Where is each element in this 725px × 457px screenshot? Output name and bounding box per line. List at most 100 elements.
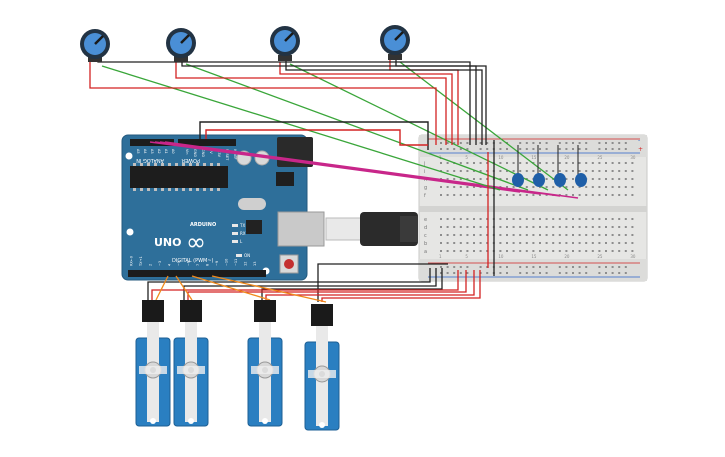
wire-red[interactable] [321, 270, 481, 302]
wire-black[interactable] [183, 268, 437, 300]
wire-black[interactable] [181, 60, 477, 145]
wire-red[interactable] [175, 62, 447, 145]
digital-pin-label: 4 [168, 263, 172, 266]
rx-led [232, 232, 238, 235]
potentiometer[interactable] [380, 25, 410, 60]
digital-pin-label: ~11 [234, 259, 238, 266]
potentiometer[interactable] [166, 28, 196, 62]
servo-motor[interactable] [304, 304, 340, 431]
wire-green[interactable] [185, 63, 529, 191]
potentiometer[interactable] [270, 26, 300, 61]
wire-red[interactable] [279, 62, 453, 145]
servo-motor[interactable] [247, 300, 283, 427]
l-led [232, 240, 238, 243]
digital-pwm-label: DIGITAL (PWM~) [172, 258, 214, 264]
board-model-label: UNO [154, 236, 182, 249]
wire-orange[interactable] [175, 275, 193, 301]
digital-pin-label: 13 [253, 262, 257, 266]
servo-motor[interactable] [173, 300, 209, 427]
wire-orange[interactable] [211, 275, 327, 303]
wire-black[interactable] [285, 60, 483, 145]
power-pin-label: GND [201, 149, 205, 157]
row-letter: e [424, 217, 427, 223]
power-pin-label: RESET [225, 149, 229, 161]
column-number: 30 [630, 155, 636, 160]
digital-pin-label: 2 [149, 264, 153, 266]
wire-red[interactable] [187, 270, 467, 300]
usb-port[interactable] [277, 211, 325, 247]
wire-black[interactable] [199, 121, 429, 150]
digital-pin-label: 8 [206, 264, 210, 266]
column-number: 5 [465, 155, 468, 160]
power-pin-label: GND [193, 149, 197, 157]
wire-green[interactable] [399, 61, 569, 191]
column-number: 25 [597, 254, 603, 259]
arduino-uno-board[interactable]: TX RX L ON ∞ UNO ARDUINO POWER ANALOG IN… [121, 134, 418, 281]
wire-black[interactable] [261, 268, 443, 300]
digital-pin-label: ~3 [158, 261, 162, 266]
wire-red[interactable] [151, 270, 459, 300]
digital-pin-label: ~6 [187, 261, 191, 266]
servos [135, 300, 340, 431]
wire-black[interactable] [395, 58, 487, 145]
column-number: 20 [564, 254, 570, 259]
mounting-hole [125, 152, 133, 160]
analog-pin-label: A1 [164, 149, 168, 154]
wire-green[interactable] [101, 65, 501, 191]
wire-green[interactable] [289, 63, 549, 191]
capacitor[interactable] [533, 173, 545, 187]
arduino-brand-label: ARDUINO [190, 222, 216, 228]
analog-pin-label: A2 [157, 149, 161, 154]
row-letter: f [424, 193, 426, 199]
column-number: 1 [439, 254, 442, 259]
digital-pin-label: ~10 [225, 259, 229, 266]
wire-orange[interactable] [155, 275, 169, 301]
on-label: ON [244, 253, 250, 258]
arduino-logo-symbol: ∞ [186, 228, 206, 256]
rx-label: RX [240, 231, 246, 236]
breadboard-holes [440, 142, 634, 274]
potentiometer[interactable] [80, 29, 110, 62]
wire-black[interactable] [317, 263, 448, 302]
rail-plus-label: + [638, 146, 643, 153]
wire-black[interactable] [147, 268, 431, 300]
power-header[interactable] [178, 139, 236, 146]
column-number: 20 [564, 155, 570, 160]
digital-pin-label: RX←0 [130, 256, 134, 266]
column-number: 10 [498, 254, 504, 259]
wire-red[interactable] [265, 270, 475, 300]
row-letter: j [423, 161, 425, 167]
wire-red[interactable] [205, 129, 428, 146]
usb-chip [246, 220, 262, 234]
wire-orange[interactable] [191, 275, 271, 301]
regulator [276, 172, 294, 186]
on-led [236, 254, 242, 257]
rail-minus-label: - [638, 137, 640, 144]
wire-red[interactable] [89, 62, 437, 145]
row-letter: i [424, 169, 425, 175]
pin-labels: 1312~11~10~987~6~54~32TX→1RX←0A0A1A2A3A4… [130, 149, 258, 267]
row-letter: a [424, 249, 427, 255]
analog-in-label: ANALOG IN [136, 157, 164, 163]
wire-magenta[interactable] [164, 141, 579, 199]
digital-pin-label: 7 [196, 264, 200, 266]
column-number: 10 [498, 155, 504, 160]
capacitor[interactable] [512, 173, 524, 187]
digital-pin-label: ~5 [177, 261, 181, 266]
column-number: 15 [531, 155, 537, 160]
row-letter: b [424, 241, 427, 247]
servo-motor[interactable] [135, 300, 171, 427]
capacitor[interactable] [554, 173, 566, 187]
wires [89, 58, 579, 303]
led-l-label: L [240, 239, 243, 244]
analog-pin-label: A4 [143, 149, 147, 154]
digital-header[interactable] [128, 270, 266, 277]
power-pin-label: IOREF [233, 149, 237, 159]
digital-pin-label: ~9 [215, 261, 219, 266]
capacitor[interactable] [575, 173, 587, 187]
row-letter: g [424, 185, 427, 191]
